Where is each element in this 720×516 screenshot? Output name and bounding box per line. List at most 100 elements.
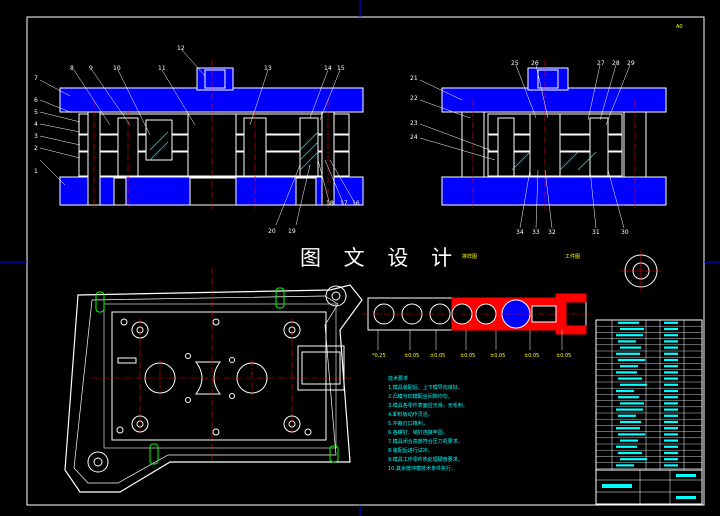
- note-2: 2.凸模与凹模配合间隙均匀，: [388, 393, 453, 400]
- label-17: 17: [340, 200, 348, 207]
- parts-list-cell-mark: [616, 389, 634, 393]
- shank: [196, 67, 234, 91]
- label-7: 7: [34, 75, 38, 82]
- parts-list-cell-mark: [664, 464, 678, 467]
- parts-list-cell-mark: [664, 433, 678, 436]
- parts-list-cell-mark: [620, 458, 647, 461]
- title-block: [595, 469, 703, 505]
- parts-list-cell-mark: [664, 334, 678, 337]
- label-12: 12: [177, 45, 185, 52]
- label-34: 34: [516, 229, 524, 236]
- note-6: 6.各螺钉、销钉连接牢固，: [388, 429, 448, 436]
- parts-list-cell-mark: [616, 334, 643, 337]
- notes-heading: 技术要求: [388, 375, 408, 382]
- label-9: 9: [89, 65, 93, 72]
- side-view-labels: 21 22 23 24 25 26 27 28 29 30 31 32 33 3…: [410, 60, 635, 236]
- parts-list-cell-mark: [618, 321, 639, 324]
- note-8: 8.装配后进行试冲，: [388, 447, 433, 454]
- label-2: 2: [34, 145, 38, 152]
- parts-list-cell-mark: [620, 365, 638, 368]
- label-13: 13: [264, 65, 272, 72]
- parts-list-cell-mark: [618, 377, 642, 380]
- parts-list-cell-mark: [664, 346, 678, 349]
- watermark-title: 图 文 设 计: [300, 244, 461, 272]
- parts-list-cell-mark: [664, 365, 678, 368]
- label-26: 26: [531, 60, 539, 67]
- label-15: 15: [337, 65, 345, 72]
- dim-4: ±0.05: [490, 353, 505, 359]
- ring-detail: [620, 250, 662, 292]
- label-4: 4: [34, 121, 38, 128]
- label-6: 6: [34, 97, 38, 104]
- label-16: 16: [352, 200, 360, 207]
- strip-layout: *0.25 ±0.05 ±0.05 ±0.05 ±0.05 ±0.05 ±0.0…: [362, 253, 592, 359]
- sheet-border: [26, 16, 705, 506]
- part-label: 工件图: [565, 253, 580, 260]
- parts-list-cell-mark: [618, 414, 636, 417]
- parts-list-cell-mark: [618, 358, 645, 362]
- front-view-labels: 1 2 3 4 5 6 7 8 9 10 11 12 13 14 15 16 1…: [34, 45, 360, 235]
- top-right-note: A0: [676, 24, 683, 30]
- parts-list-cell-mark: [618, 340, 636, 343]
- parts-list-cell-mark: [664, 340, 678, 343]
- label-28: 28: [612, 60, 620, 67]
- label-19: 19: [288, 228, 296, 235]
- label-1: 1: [34, 168, 38, 175]
- label-10: 10: [113, 65, 121, 72]
- strip-label: 排样图: [462, 253, 477, 260]
- label-14: 14: [324, 65, 332, 72]
- label-30: 30: [621, 229, 629, 236]
- front-section-view: [59, 60, 364, 210]
- parts-list-cell-mark: [664, 377, 678, 380]
- parts-list-cell-mark: [664, 427, 678, 430]
- parts-list-cell-mark: [616, 408, 643, 411]
- upper-die-plate: [59, 87, 364, 113]
- parts-list-cell-mark: [664, 321, 678, 324]
- label-31: 31: [592, 229, 600, 236]
- parts-list-cell-mark: [616, 352, 640, 355]
- label-8: 8: [70, 65, 74, 72]
- dim-2: ±0.05: [430, 353, 445, 359]
- label-5: 5: [34, 109, 38, 116]
- note-10: 10.其余按冲模技术条件执行。: [388, 465, 456, 472]
- parts-list-cell-mark: [664, 458, 678, 461]
- parts-list-cell-mark: [664, 371, 678, 374]
- parts-list-cell-mark: [616, 427, 640, 430]
- parts-list-cell-mark: [664, 420, 678, 424]
- technical-notes: 技术要求 1.模具装配后，上下模导向良好， 2.凸模与凹模配合间隙均匀， 3.模…: [388, 375, 468, 472]
- parts-list-cell-mark: [618, 396, 639, 399]
- parts-list-cell-mark: [620, 439, 638, 442]
- parts-list-cell-mark: [620, 383, 647, 386]
- label-27: 27: [597, 60, 605, 67]
- parts-list-cell-mark: [620, 402, 644, 405]
- parts-list-cell-mark: [664, 439, 678, 442]
- label-23: 23: [410, 120, 418, 127]
- label-21: 21: [410, 75, 418, 82]
- parts-list-cell-mark: [618, 433, 645, 436]
- parts-list-cell-mark: [618, 451, 642, 455]
- label-22: 22: [410, 95, 418, 102]
- dim-5: ±0.05: [524, 353, 539, 359]
- parts-list-cell-mark: [664, 445, 678, 448]
- note-4: 4.卸料板动作灵活，: [388, 411, 433, 418]
- parts-list: [595, 319, 703, 471]
- label-20: 20: [268, 228, 276, 235]
- dim-6: ±0.05: [556, 353, 571, 359]
- parts-list-cell-mark: [664, 402, 678, 405]
- parts-list-cell-mark: [664, 389, 678, 393]
- parts-list-cell-mark: [616, 464, 634, 467]
- dim-0: *0.25: [372, 353, 386, 359]
- label-32: 32: [548, 229, 556, 236]
- parts-list-cell-mark: [616, 371, 637, 374]
- parts-list-cell-mark: [664, 408, 678, 411]
- label-33: 33: [532, 229, 540, 236]
- parts-list-cell-mark: [664, 396, 678, 399]
- label-25: 25: [511, 60, 519, 67]
- label-18: 18: [326, 200, 334, 207]
- label-24: 24: [410, 134, 418, 141]
- plan-view: [64, 268, 363, 493]
- parts-list-cell-mark: [664, 327, 678, 331]
- note-3: 3.模具各零件表面应光滑，无毛刺，: [388, 402, 468, 409]
- dim-3: ±0.05: [460, 353, 475, 359]
